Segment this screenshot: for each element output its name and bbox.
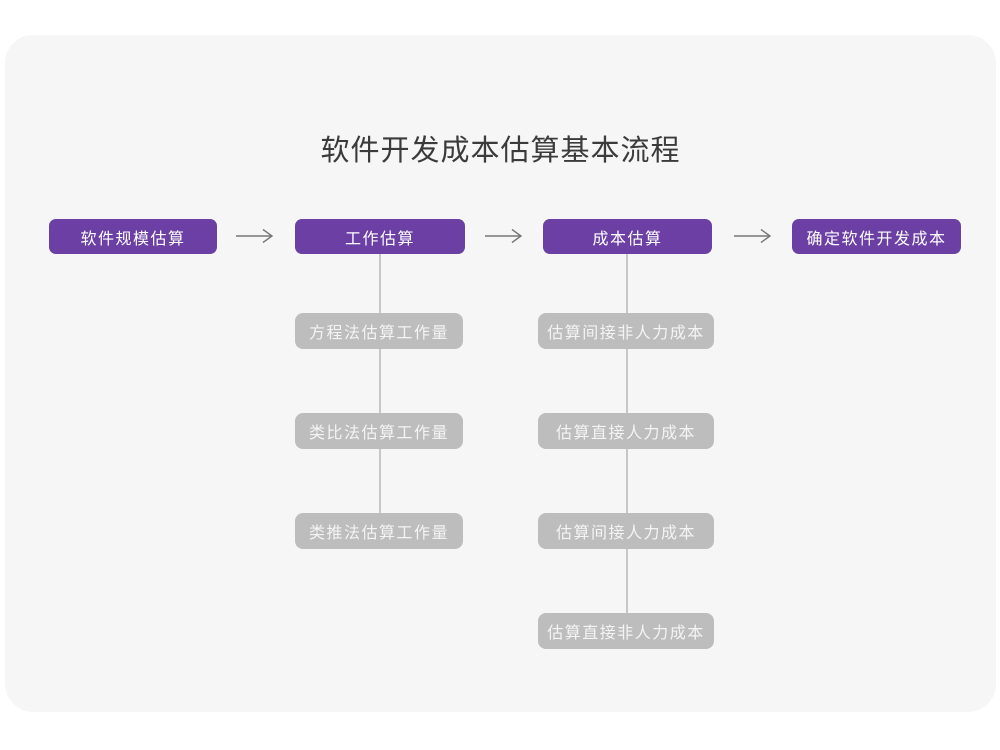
branch-node-analogy-method: 类比法估算工作量 [295, 413, 463, 449]
branch-node-label: 方程法估算工作量 [308, 325, 449, 342]
flow-node-label: 确定软件开发成本 [806, 230, 947, 248]
branch-node-indirect-nonlabor-cost: 估算间接非人力成本 [538, 313, 714, 349]
branch-node-label: 类推法估算工作量 [308, 525, 449, 542]
flow-node-determine-dev-cost: 确定软件开发成本 [792, 219, 961, 254]
branch-node-extrapolation-method: 类推法估算工作量 [295, 513, 463, 549]
branch-node-label: 估算直接非人力成本 [547, 625, 705, 642]
branch-node-direct-labor-cost: 估算直接人力成本 [538, 413, 714, 449]
flow-node-label: 成本估算 [592, 230, 663, 248]
arrow-right-icon [733, 228, 773, 244]
branch-node-direct-nonlabor-cost: 估算直接非人力成本 [538, 613, 714, 649]
branch-node-label: 估算间接非人力成本 [547, 325, 705, 342]
branch-node-equation-method: 方程法估算工作量 [295, 313, 463, 349]
flow-node-label: 工作估算 [344, 230, 415, 248]
arrow-right-icon [235, 228, 275, 244]
branch-node-label: 估算间接人力成本 [555, 525, 696, 542]
flow-node-label: 软件规模估算 [80, 230, 186, 248]
branch-node-label: 估算直接人力成本 [555, 425, 696, 442]
flow-node-cost-estimation: 成本估算 [543, 219, 712, 254]
diagram-card: 软件开发成本估算基本流程 软件规模估算 工作估算 成本估算 确定软件开发成本 [5, 35, 996, 712]
branch-node-indirect-labor-cost: 估算间接人力成本 [538, 513, 714, 549]
flow-node-work-estimation: 工作估算 [295, 219, 465, 254]
arrow-right-icon [484, 228, 524, 244]
branch-node-label: 类比法估算工作量 [308, 425, 449, 442]
flow-node-software-scale-estimation: 软件规模估算 [49, 219, 217, 254]
work-branch-connector-line [379, 254, 381, 531]
diagram-title: 软件开发成本估算基本流程 [320, 135, 681, 167]
